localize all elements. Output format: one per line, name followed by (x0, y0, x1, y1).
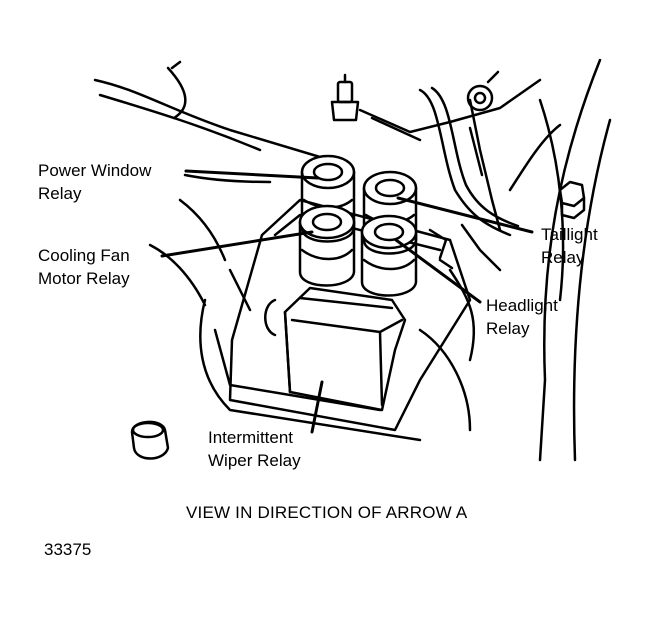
relay-intermittent-wiper (283, 286, 407, 412)
headlight-relay-label: Headlight Relay (486, 294, 558, 340)
top-right-bolt (466, 70, 500, 112)
intermittent-wiper-relay-label-line-2: Wiper Relay (208, 451, 301, 470)
cooling-fan-motor-relay-label-line-1: Cooling Fan (38, 246, 130, 265)
power-window-relay-label-line-1: Power Window (38, 161, 152, 180)
headlight-relay-label-line-1: Headlight (486, 296, 558, 315)
cooling-fan-motor-relay-label-line-2: Motor Relay (38, 269, 130, 288)
intermittent-wiper-relay-label-line-1: Intermittent (208, 428, 294, 447)
taillight-relay-label-line-2: Relay (541, 248, 585, 267)
power-window-relay-label-line-2: Relay (38, 184, 82, 203)
cooling-fan-motor-relay-label: Cooling Fan Motor Relay (38, 244, 130, 290)
engine-bay-outline (93, 58, 612, 462)
intermittent-wiper-relay-label: Intermittent Wiper Relay (208, 426, 301, 472)
leader-lines (160, 169, 534, 434)
relay-cooling-fan-motor (298, 204, 356, 287)
power-window-relay-label: Power Window Relay (38, 159, 151, 205)
figure-number: 33375 (44, 540, 92, 559)
relay-headlight (360, 214, 418, 297)
bottom-left-nut (130, 420, 170, 460)
wiring-harness (170, 60, 520, 237)
view-caption: VIEW IN DIRECTION OF ARROW A (186, 503, 468, 522)
taillight-relay-label: Taillight Relay (541, 223, 598, 269)
taillight-relay-label-line-1: Taillight (541, 225, 598, 244)
relay-clips (264, 228, 454, 337)
right-nut (558, 180, 586, 220)
headlight-relay-label-line-2: Relay (486, 319, 530, 338)
top-bolt (330, 73, 360, 122)
